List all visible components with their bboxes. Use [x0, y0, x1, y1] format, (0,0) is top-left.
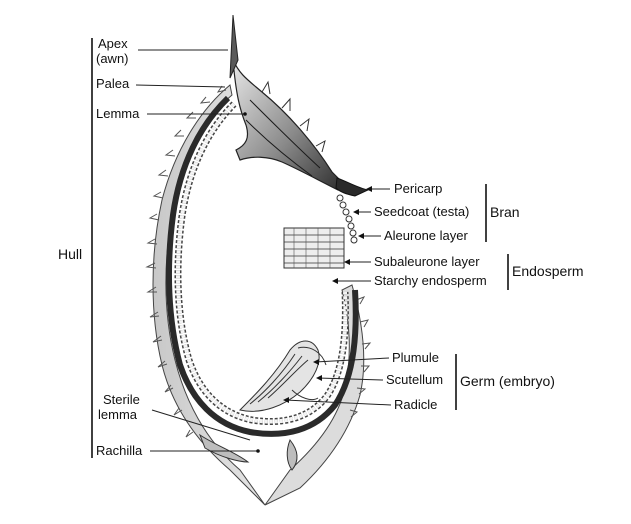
arrow-pericarp [366, 186, 372, 192]
label-palea: Palea [96, 76, 130, 91]
label-subaleurone: Subaleurone layer [374, 254, 480, 269]
label-rachilla: Rachilla [96, 443, 143, 458]
sterile-lemma-shape [198, 433, 298, 471]
label-lemma: Lemma [96, 106, 140, 121]
leader-scutellum [317, 377, 384, 381]
label-aleurone: Aleurone layer [384, 228, 468, 243]
label-scutellum: Scutellum [386, 372, 443, 387]
arrow-seedcoat [353, 209, 359, 215]
leader-rachilla-dot [256, 449, 260, 453]
arrow-aleurone [358, 233, 364, 239]
bran-band [165, 95, 359, 437]
leader-lemma-dot [243, 112, 247, 116]
subaleurone-block [283, 227, 345, 269]
arrow-radicle [283, 397, 289, 403]
leader-plumule [314, 357, 390, 363]
lemma-shape [232, 59, 346, 191]
label-plumule: Plumule [392, 350, 439, 365]
arrow-starchy [332, 278, 338, 284]
label-germ: Germ (embryo) [460, 373, 555, 389]
leader-palea [135, 84, 226, 88]
seedcoat-cells [336, 194, 358, 244]
label-endosperm: Endosperm [512, 263, 584, 279]
label-bran: Bran [490, 204, 520, 220]
germ-embryo [239, 340, 327, 412]
label-starchy: Starchy endosperm [374, 273, 487, 288]
arrow-subaleurone [344, 259, 350, 265]
apex-awn [229, 14, 239, 79]
label-pericarp: Pericarp [394, 181, 442, 196]
leader-radicle [284, 399, 392, 406]
label-seedcoat: Seedcoat (testa) [374, 204, 469, 219]
label-sterile-2: lemma [98, 407, 138, 422]
label-hull: Hull [58, 246, 82, 262]
label-apex-1: Apex [98, 36, 128, 51]
label-radicle: Radicle [394, 397, 437, 412]
pericarp-tip [335, 177, 370, 197]
arrow-plumule [313, 359, 319, 365]
leader-sterile [151, 409, 251, 441]
label-apex-2: (awn) [96, 51, 129, 66]
arrow-scutellum [316, 375, 322, 381]
label-sterile-1: Sterile [103, 392, 140, 407]
